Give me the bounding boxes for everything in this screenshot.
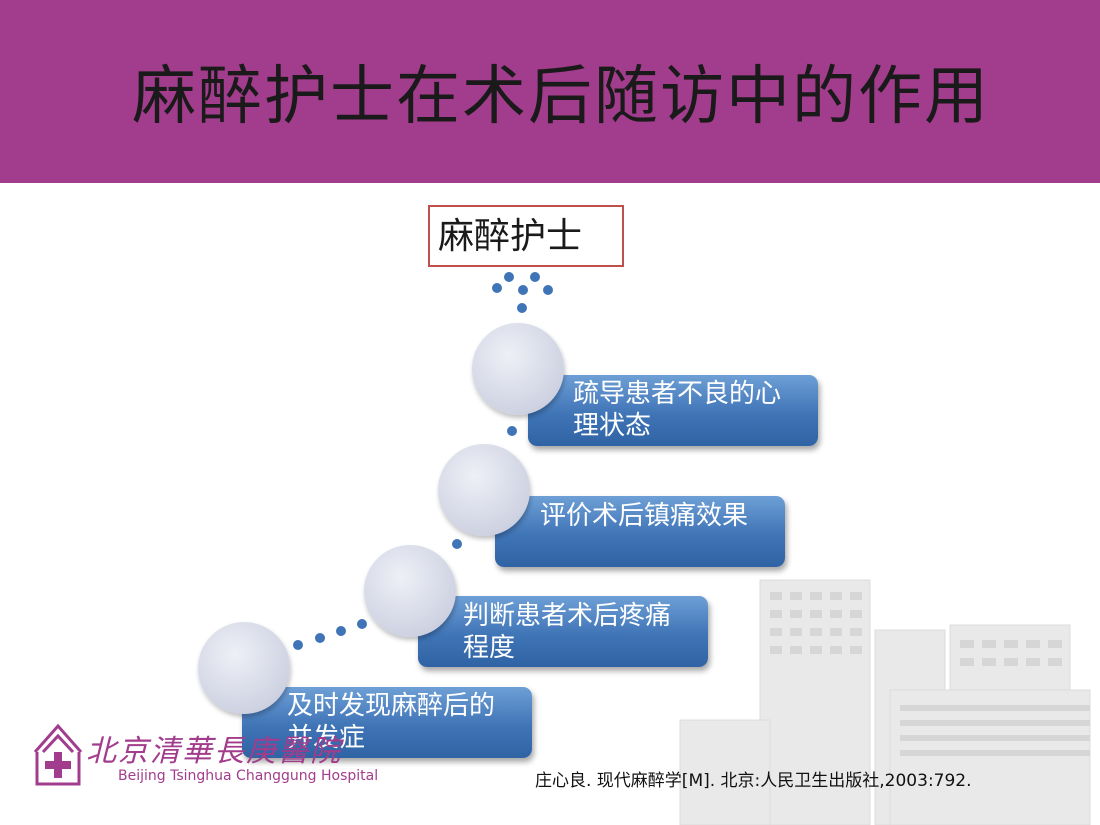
connector-dot: [530, 272, 540, 282]
connector-dot: [518, 285, 528, 295]
hospital-name-cn: 北京清華長庚醫院: [86, 734, 342, 769]
slide-title: 麻醉护士在术后随访中的作用: [132, 60, 990, 134]
connector-dot: [336, 626, 346, 636]
connector-dot: [504, 272, 514, 282]
step-label-1: 疏导患者不良的心理状态: [573, 379, 782, 441]
hospital-building-image: [679, 579, 1091, 825]
step-circle-2: [438, 444, 530, 536]
step-label-4: 及时发现麻醉后的并发症: [287, 691, 496, 753]
hospital-name-en: Beijing Tsinghua Changgung Hospital: [118, 768, 379, 784]
root-node-box: 麻醉护士: [428, 205, 624, 267]
step-label-2: 评价术后镇痛效果: [540, 501, 749, 531]
citation-text: 庄心良. 现代麻醉学[M]. 北京:人民卫生出版社,2003:792.: [535, 771, 972, 791]
step-box-3: [418, 596, 708, 667]
hospital-logo-icon: [33, 723, 83, 786]
step-box-2: [495, 496, 785, 567]
root-node-label: 麻醉护士: [438, 216, 583, 257]
step-label-3: 判断患者术后疼痛程度: [463, 601, 672, 663]
connector-dot: [543, 285, 553, 295]
connector-dot: [452, 539, 462, 549]
connector-dot: [315, 633, 325, 643]
step-box-1: [528, 375, 818, 446]
step-box-4: [242, 687, 532, 758]
connector-dot: [293, 640, 303, 650]
connector-dot: [357, 619, 367, 629]
title-banner: [0, 0, 1100, 183]
step-circle-4: [198, 622, 290, 714]
connector-dot: [507, 426, 517, 436]
step-circle-3: [364, 545, 456, 637]
connector-dot: [517, 303, 527, 313]
connector-dot: [492, 283, 502, 293]
step-circle-1: [472, 323, 564, 415]
